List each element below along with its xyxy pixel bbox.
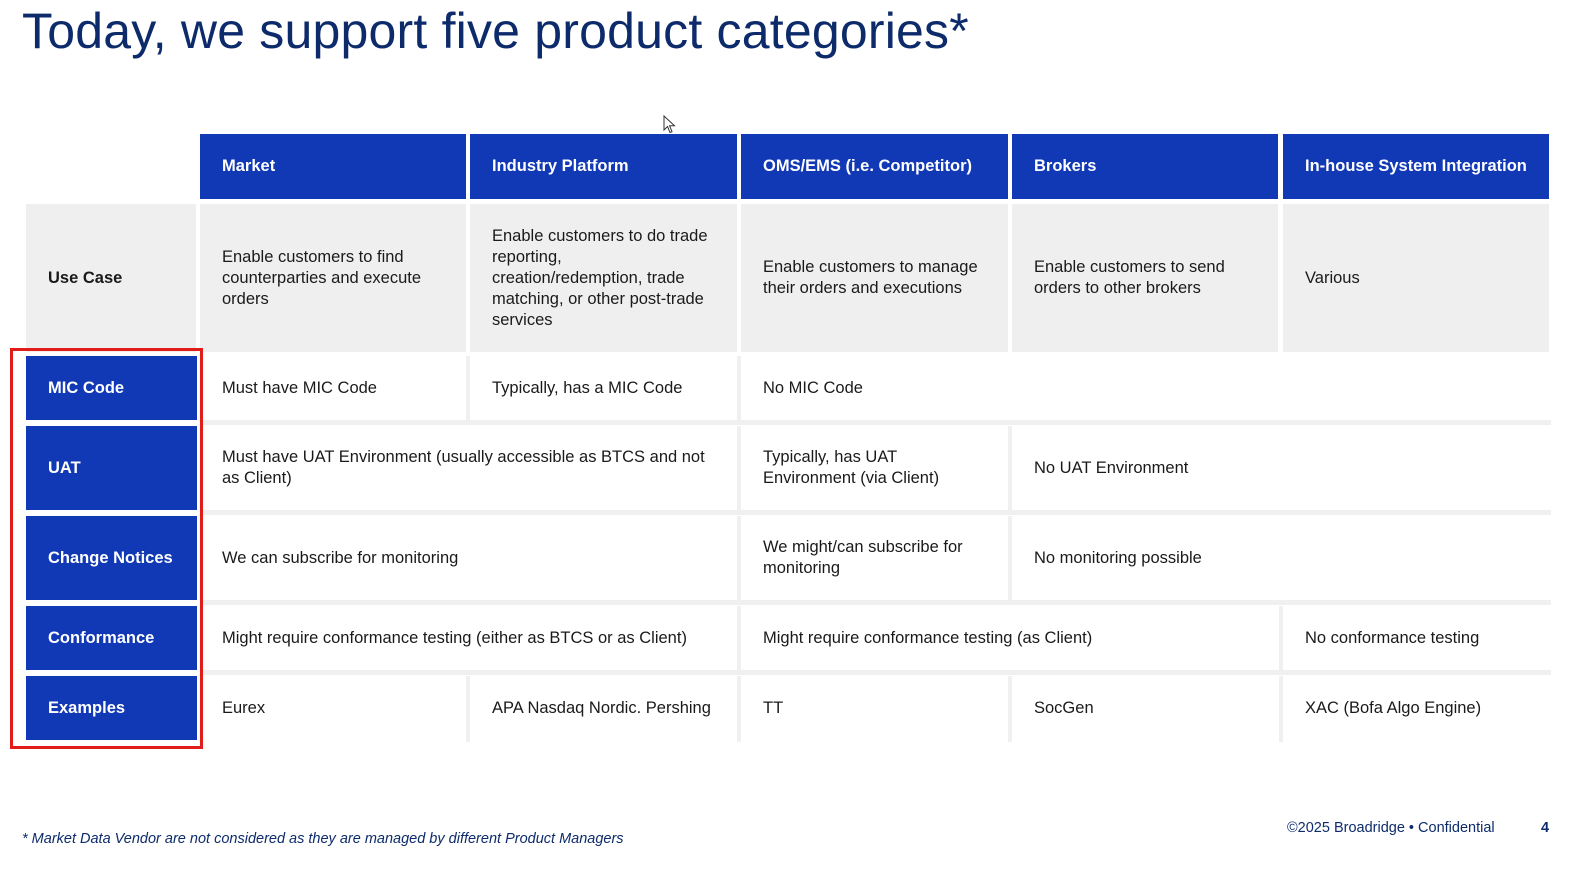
cell-divider	[737, 606, 741, 670]
cell-divider	[1008, 426, 1012, 510]
use-case-in-house: Various	[1283, 204, 1549, 352]
row-label-uat: UAT	[26, 426, 197, 510]
uat-oms-ems: Typically, has UAT Environment (via Clie…	[741, 426, 1008, 510]
change-notices-oms-ems: We might/can subscribe for monitoring	[741, 516, 1008, 600]
row-divider	[200, 510, 1551, 515]
cell-divider	[1279, 606, 1283, 670]
examples-oms-ems: TT	[741, 676, 1008, 740]
examples-market: Eurex	[200, 676, 466, 740]
conformance-oms-brokers: Might require conformance testing (as Cl…	[741, 606, 1278, 670]
row-label-mic-code: MIC Code	[26, 356, 197, 420]
change-notices-market-platform: We can subscribe for monitoring	[200, 516, 737, 600]
row-label-examples: Examples	[26, 676, 197, 740]
conformance-market-platform: Might require conformance testing (eithe…	[200, 606, 737, 670]
row-label-conformance: Conformance	[26, 606, 197, 670]
page-title: Today, we support five product categorie…	[22, 3, 969, 59]
row-label-use-case: Use Case	[26, 204, 196, 352]
cell-divider	[1279, 676, 1283, 742]
change-notices-rest: No monitoring possible	[1012, 516, 1549, 600]
mic-code-rest: No MIC Code	[741, 356, 1549, 420]
column-header-brokers: Brokers	[1012, 134, 1278, 199]
cell-divider	[737, 356, 741, 420]
uat-market-platform: Must have UAT Environment (usually acces…	[200, 426, 737, 510]
cell-divider	[466, 356, 470, 420]
examples-brokers: SocGen	[1012, 676, 1278, 740]
cell-divider	[737, 676, 741, 742]
mic-code-market: Must have MIC Code	[200, 356, 466, 420]
uat-rest: No UAT Environment	[1012, 426, 1549, 510]
column-header-in-house: In-house System Integration	[1283, 134, 1549, 199]
mouse-pointer-icon	[663, 115, 676, 134]
examples-industry-platform: APA Nasdaq Nordic. Pershing	[470, 676, 737, 740]
cell-divider	[466, 676, 470, 742]
cell-divider	[737, 516, 741, 600]
highlight-box	[10, 348, 203, 749]
cell-divider	[1008, 516, 1012, 600]
row-divider	[200, 600, 1551, 605]
use-case-industry-platform: Enable customers to do trade reporting, …	[470, 204, 737, 352]
examples-in-house: XAC (Bofa Algo Engine)	[1283, 676, 1549, 740]
row-divider	[200, 420, 1551, 425]
conformance-in-house: No conformance testing	[1283, 606, 1549, 670]
mic-code-industry-platform: Typically, has a MIC Code	[470, 356, 737, 420]
page-number: 4	[1541, 820, 1550, 836]
footnote: * Market Data Vendor are not considered …	[22, 831, 624, 847]
column-header-market: Market	[200, 134, 466, 199]
copyright-notice: ©2025 Broadridge • Confidential	[1287, 820, 1495, 836]
use-case-market: Enable customers to find counterparties …	[200, 204, 466, 352]
cell-divider	[1008, 676, 1012, 742]
use-case-brokers: Enable customers to send orders to other…	[1012, 204, 1278, 352]
row-label-change-notices: Change Notices	[26, 516, 197, 600]
cell-divider	[737, 426, 741, 510]
row-divider	[200, 670, 1551, 675]
column-header-industry-platform: Industry Platform	[470, 134, 737, 199]
use-case-oms-ems: Enable customers to manage their orders …	[741, 204, 1008, 352]
column-header-oms-ems: OMS/EMS (i.e. Competitor)	[741, 134, 1008, 199]
